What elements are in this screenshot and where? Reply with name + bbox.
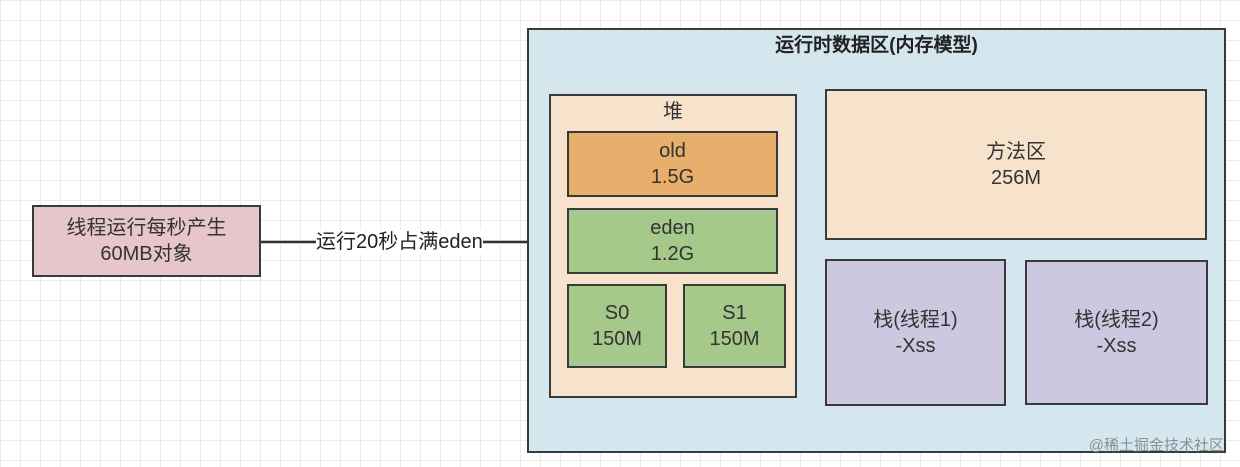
stack-1-param: -Xss bbox=[895, 334, 936, 357]
stack-2-name: 栈(线程2) bbox=[1074, 308, 1159, 331]
arrow-label: 运行20秒占满eden bbox=[316, 230, 483, 254]
source-line-2: 60MB对象 bbox=[100, 243, 193, 265]
s0-size: 150M bbox=[591, 328, 643, 350]
s1-name: S1 bbox=[722, 302, 747, 324]
eden-name: eden bbox=[650, 217, 695, 239]
stack-1-name: 栈(线程1) bbox=[873, 308, 958, 331]
runtime-area-title: 运行时数据区(内存模型) bbox=[775, 35, 978, 56]
method-area-name: 方法区 bbox=[986, 140, 1046, 163]
old-size: 1.5G bbox=[650, 166, 695, 188]
source-line-1: 线程运行每秒产生 bbox=[66, 217, 227, 239]
survivor-s1-box: S1 150M bbox=[683, 284, 786, 368]
old-name: old bbox=[659, 140, 686, 162]
stack-thread-2-box: 栈(线程2) -Xss bbox=[1025, 260, 1208, 405]
method-area-box: 方法区 256M bbox=[825, 89, 1207, 240]
survivor-s0-box: S0 150M bbox=[567, 284, 667, 368]
s0-name: S0 bbox=[604, 302, 630, 324]
watermark: @稀土掘金技术社区 bbox=[1088, 437, 1224, 454]
method-area-size: 256M bbox=[990, 166, 1042, 189]
stack-2-param: -Xss bbox=[1096, 334, 1137, 357]
eden-box: eden 1.2G bbox=[567, 208, 778, 274]
old-generation-box: old 1.5G bbox=[567, 131, 778, 197]
source-thread-box: 线程运行每秒产生 60MB对象 bbox=[32, 205, 261, 277]
s1-size: 150M bbox=[709, 328, 760, 350]
stack-thread-1-box: 栈(线程1) -Xss bbox=[825, 259, 1006, 406]
eden-size: 1.2G bbox=[650, 243, 695, 265]
heap-title: 堆 bbox=[663, 101, 683, 123]
